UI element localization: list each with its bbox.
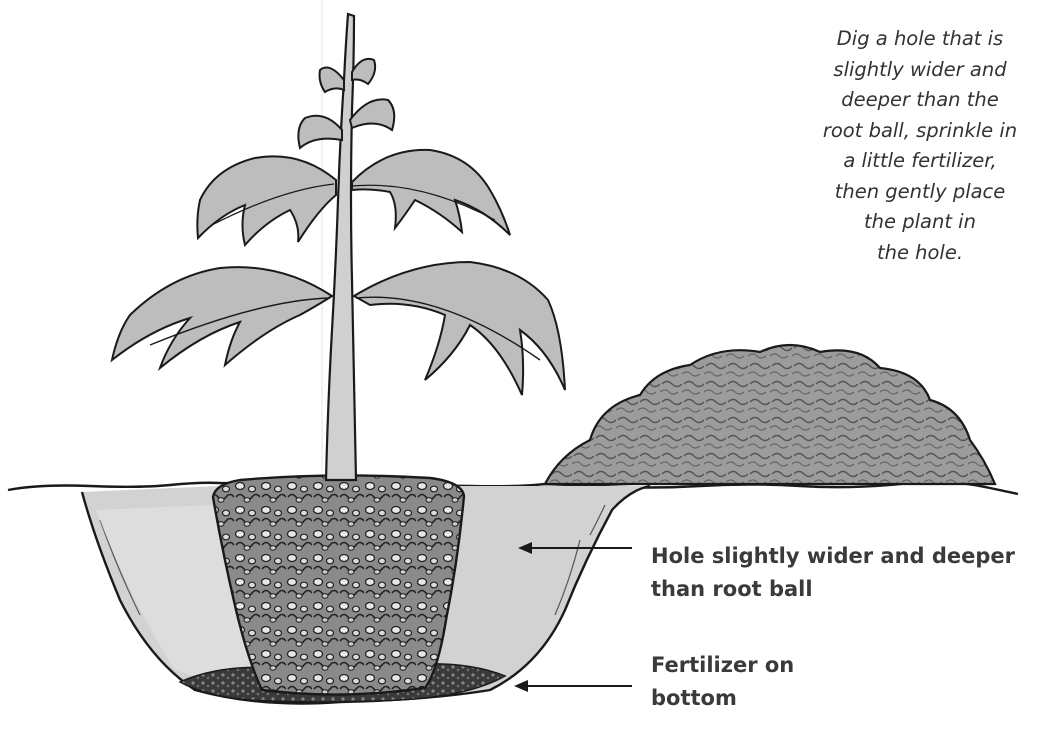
fertilizer-arrow	[514, 680, 632, 692]
hole-label: Hole slightly wider and deeper than root…	[651, 540, 1041, 606]
soil-pile	[545, 345, 995, 484]
instruction-caption: Dig a hole that is slightly wider and de…	[795, 24, 1041, 268]
root-ball	[213, 475, 464, 694]
fertilizer-label: Fertilizer on bottom	[651, 649, 871, 715]
